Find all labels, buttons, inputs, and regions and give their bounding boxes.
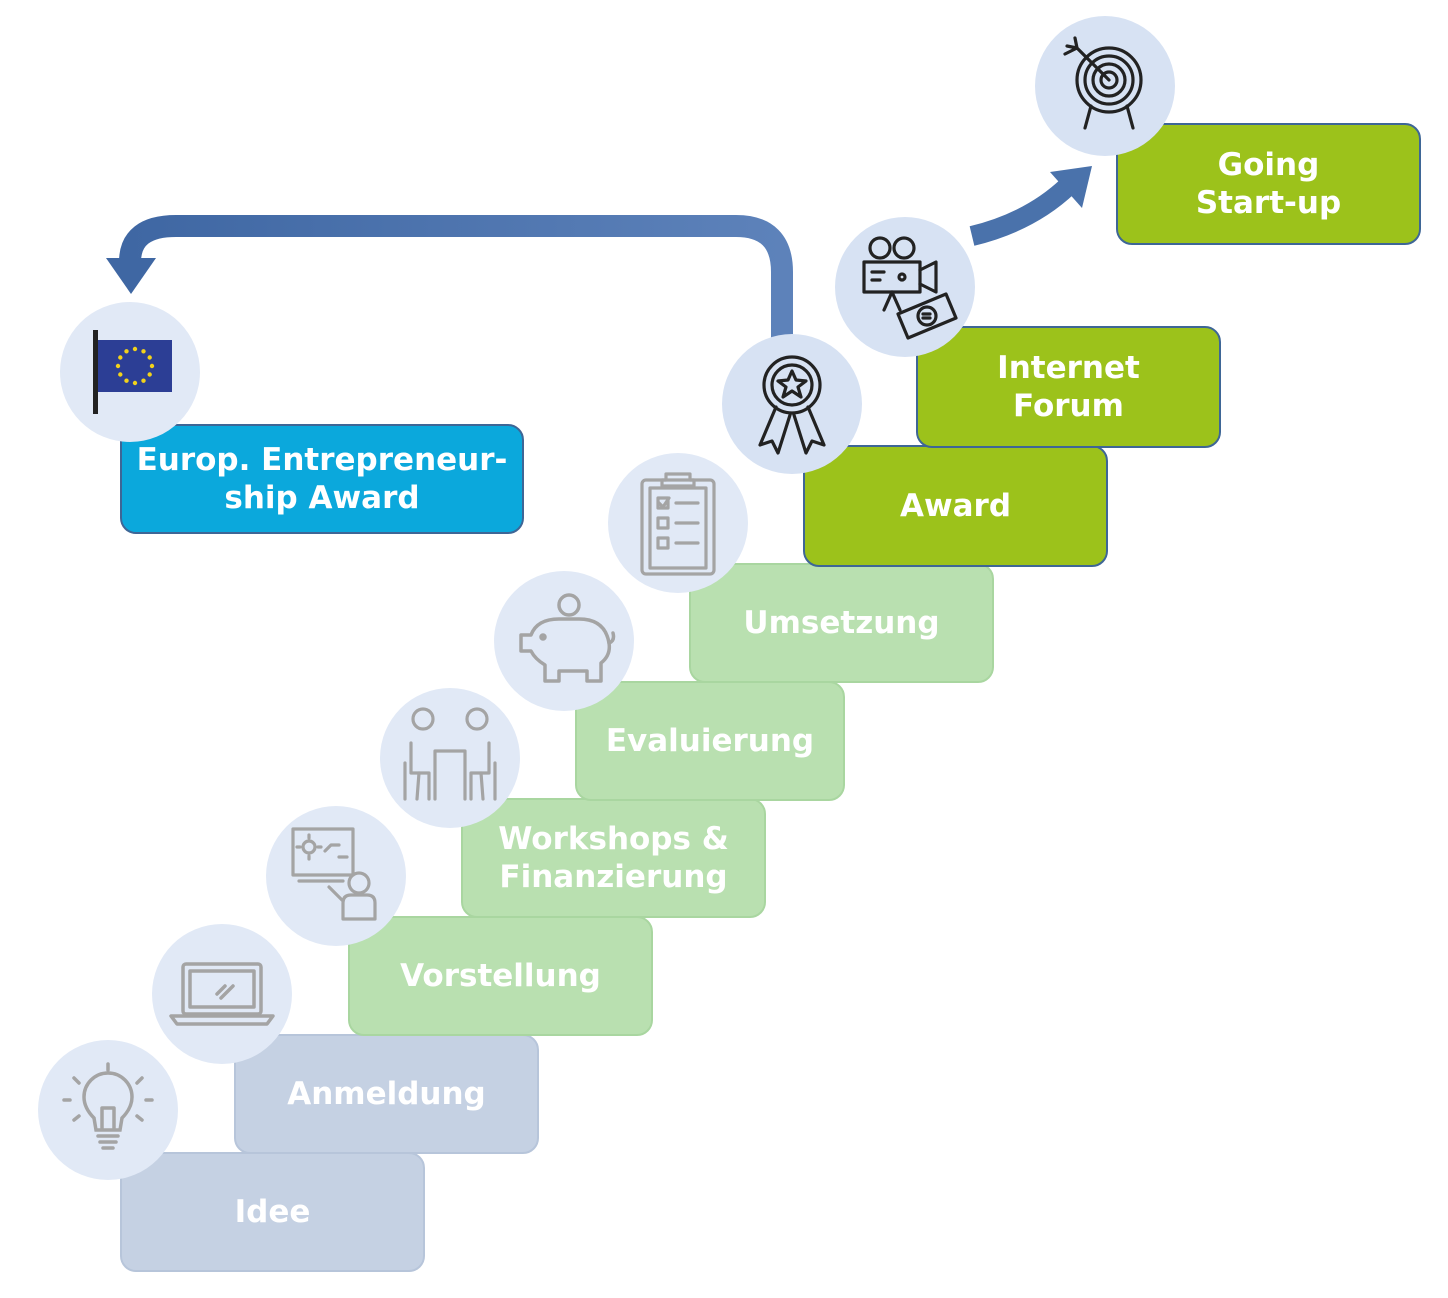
checklist-circle (608, 453, 748, 593)
meeting-circle (380, 688, 520, 828)
presenter-icon (291, 827, 377, 921)
meeting-icon (403, 707, 497, 801)
target-circle (1035, 16, 1175, 156)
eu-star (147, 355, 152, 360)
eu-star (115, 363, 121, 369)
step-label: Anmeldung (287, 1076, 486, 1112)
step-going-startup: Going Start-up (1116, 123, 1421, 245)
step-evaluierung: Evaluierung (575, 681, 845, 801)
eu-star (118, 355, 123, 360)
step-label: Idee (234, 1194, 311, 1230)
step-europ-award: Europ. Entrepreneur- ship Award (120, 424, 524, 534)
startup-arrow-head (1050, 166, 1092, 208)
eu-star (124, 378, 129, 383)
eu-star (141, 349, 146, 354)
step-label: Workshops & Finanzierung (498, 821, 729, 895)
camera-money-circle (835, 217, 975, 357)
target-icon (1063, 36, 1143, 130)
piggy-bank-icon (519, 593, 616, 683)
lightbulb-circle (38, 1040, 178, 1180)
laptop-icon (169, 962, 275, 1026)
eu-star (124, 349, 129, 354)
return-arrow-head (106, 258, 156, 294)
step-label: Europ. Entrepreneur- ship Award (136, 442, 508, 516)
medal-icon (758, 355, 826, 455)
eu-flag-icon (93, 330, 172, 414)
step-vorstellung: Vorstellung (348, 916, 653, 1036)
step-label: Award (899, 488, 1012, 524)
lightbulb-icon (62, 1062, 154, 1150)
eu-star (147, 372, 152, 377)
step-label: Internet Forum (997, 350, 1140, 424)
eu-star (118, 372, 123, 377)
step-label: Vorstellung (400, 958, 601, 994)
step-label: Going Start-up (1195, 147, 1342, 221)
step-anmeldung: Anmeldung (234, 1034, 539, 1154)
camera-money-icon (862, 236, 958, 340)
laptop-circle (152, 924, 292, 1064)
step-internet-forum: Internet Forum (916, 326, 1221, 448)
eu-star (132, 380, 138, 386)
step-umsetzung: Umsetzung (689, 563, 994, 683)
piggy-bank-circle (494, 571, 634, 711)
startup-arrow (969, 178, 1075, 246)
step-label: Umsetzung (743, 605, 940, 641)
eu-star (141, 378, 146, 383)
return-arrow (119, 215, 793, 352)
step-label: Evaluierung (605, 723, 815, 759)
presenter-circle (266, 806, 406, 946)
step-idee: Idee (120, 1152, 425, 1272)
step-workshops: Workshops & Finanzierung (461, 798, 766, 918)
eu-flag-circle (60, 302, 200, 442)
eu-star (132, 346, 138, 352)
eu-star (149, 363, 155, 369)
checklist-icon (640, 472, 716, 576)
step-award: Award (803, 445, 1108, 567)
medal-circle (722, 334, 862, 474)
